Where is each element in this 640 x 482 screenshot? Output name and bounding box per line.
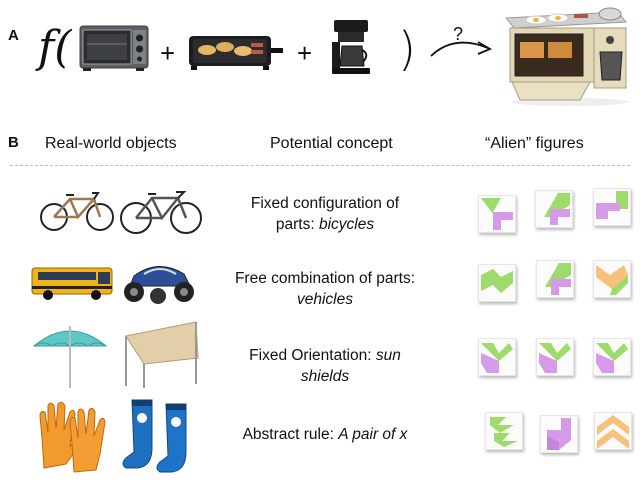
header-alien-figures: “Alien” figures bbox=[485, 135, 584, 152]
sunshade-sail-image bbox=[125, 321, 199, 388]
alien-figure-r4-1 bbox=[485, 412, 523, 450]
socks-image bbox=[122, 399, 187, 473]
question-mark: ? bbox=[453, 24, 464, 44]
alien-figure-r1-2 bbox=[535, 190, 573, 228]
panel-b-label: B bbox=[8, 134, 19, 151]
atv-vehicle-image bbox=[124, 266, 194, 304]
toaster-oven-image bbox=[79, 25, 149, 71]
alien-figure-r3-3 bbox=[593, 338, 631, 376]
alien-figure-r4-3 bbox=[594, 412, 632, 450]
alien-figure-r4-2 bbox=[540, 415, 578, 453]
function-symbol: f( bbox=[38, 22, 72, 73]
breakfast-station-image bbox=[505, 7, 628, 106]
alien-figure-r1-1 bbox=[478, 195, 516, 233]
plus-sign-2: + bbox=[297, 38, 313, 68]
concept-row-3: Fixed Orientation: sun shields bbox=[249, 347, 401, 385]
alien-figure-r1-3 bbox=[593, 188, 631, 226]
umbrella-image bbox=[32, 326, 108, 388]
griddle-image bbox=[189, 36, 283, 70]
dashed-divider bbox=[10, 165, 630, 166]
concept-row-2: Free combination of parts: vehicles bbox=[234, 270, 416, 308]
alien-figure-r2-3 bbox=[593, 260, 631, 298]
alien-figure-r2-1 bbox=[478, 264, 516, 302]
coffee-maker-image bbox=[332, 20, 370, 74]
concept-row-1: Fixed configuration of parts: bicycles bbox=[250, 195, 400, 233]
school-bus-image bbox=[31, 267, 113, 300]
header-potential-concept: Potential concept bbox=[270, 135, 393, 152]
alien-figure-r3-2 bbox=[536, 338, 574, 376]
arrow-icon bbox=[430, 41, 493, 57]
alien-figure-r3-1 bbox=[478, 338, 516, 376]
close-paren: ) bbox=[398, 22, 416, 76]
bicycle-image-2 bbox=[120, 191, 202, 234]
bicycle-image-1 bbox=[40, 192, 114, 231]
plus-sign-1: + bbox=[160, 38, 176, 68]
gloves-image bbox=[39, 401, 106, 473]
alien-figure-r2-2 bbox=[536, 260, 574, 298]
concept-row-4: Abstract rule: A pair of x bbox=[242, 426, 408, 443]
header-real-world-objects: Real-world objects bbox=[45, 135, 177, 152]
panel-a-label: A bbox=[8, 27, 19, 44]
